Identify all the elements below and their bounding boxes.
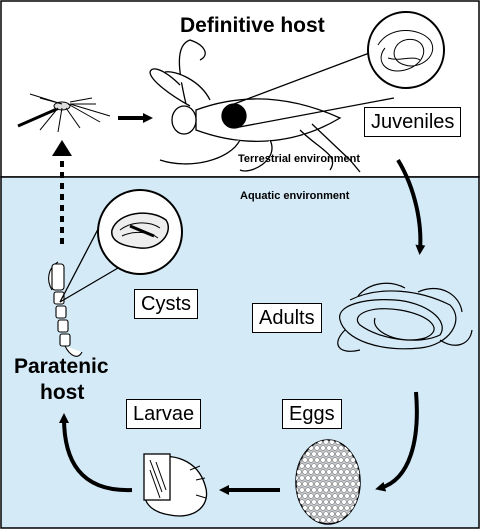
juveniles-magnifier xyxy=(233,11,445,129)
arrow-to-eggs xyxy=(375,391,419,492)
paratenic-host-label-line2: host xyxy=(40,381,85,404)
cyst-magnifier xyxy=(59,189,183,303)
paratenic-larva-icon xyxy=(48,261,83,357)
larva-icon xyxy=(143,453,208,517)
adult-worms-icon xyxy=(337,282,473,352)
mosquito-icon xyxy=(17,93,111,133)
arrow-to-paratenic-host xyxy=(59,413,133,493)
eggs-label: Eggs xyxy=(282,399,342,429)
egg-icon xyxy=(295,439,361,525)
larvae-label: Larvae xyxy=(126,399,202,429)
juveniles-label: Juveniles xyxy=(364,107,462,137)
arrow-to-adults xyxy=(396,158,426,255)
adults-label: Adults xyxy=(252,303,322,333)
paratenic-host-label-line1: Paratenic xyxy=(14,355,109,378)
terrestrial-environment-label: Terrestrial environment xyxy=(238,153,361,165)
cysts-label: Cysts xyxy=(134,289,198,319)
definitive-host-title: Definitive host xyxy=(180,14,325,37)
aquatic-environment-label: Aquatic environment xyxy=(240,190,350,202)
